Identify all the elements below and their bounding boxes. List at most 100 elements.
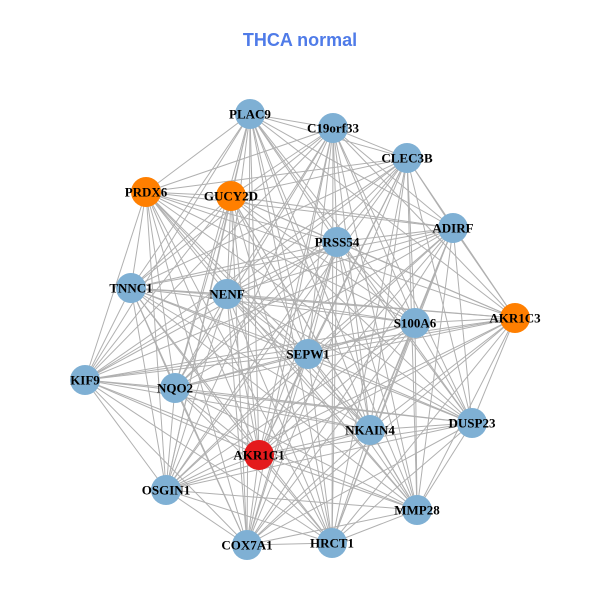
node-AKR1C3[interactable]: AKR1C3 <box>489 303 541 333</box>
node-CLEC3B[interactable]: CLEC3B <box>381 143 433 173</box>
node-circle <box>438 213 468 243</box>
node-label: NQO2 <box>157 381 193 396</box>
edge-S100A6-OSGIN1 <box>165 322 416 491</box>
edge-ADIRF-KIF9 <box>84 227 454 381</box>
node-NENF[interactable]: NENF <box>209 279 245 309</box>
edge-NQO2-COX7A1 <box>174 387 248 546</box>
edge-NKAIN4-COX7A1 <box>246 429 371 546</box>
edge-DUSP23-MMP28 <box>416 422 473 511</box>
node-circle <box>457 408 487 438</box>
edge-S100A6-KIF9 <box>84 322 416 381</box>
node-NKAIN4[interactable]: NKAIN4 <box>345 415 395 445</box>
edge-SEPW1-HRCT1 <box>307 353 333 544</box>
edge-NENF-KIF9 <box>84 293 228 381</box>
edge-AKR1C3-AKR1C1 <box>258 317 516 456</box>
node-circle <box>244 440 274 470</box>
edge-CLEC3B-COX7A1 <box>246 157 408 546</box>
node-AKR1C1[interactable]: AKR1C1 <box>233 440 285 470</box>
node-NQO2[interactable]: NQO2 <box>157 373 193 403</box>
node-circle <box>500 303 530 333</box>
node-label: AKR1C3 <box>489 311 541 326</box>
node-circle <box>235 99 265 129</box>
node-circle <box>151 475 181 505</box>
node-DUSP23[interactable]: DUSP23 <box>449 408 496 438</box>
edge-CLEC3B-NENF <box>226 157 408 295</box>
edge-DUSP23-NKAIN4 <box>369 422 473 431</box>
node-KIF9[interactable]: KIF9 <box>70 365 100 395</box>
node-label: TNNC1 <box>109 281 152 296</box>
edge-PRDX6-NKAIN4 <box>145 191 371 431</box>
edge-SEPW1-OSGIN1 <box>165 353 309 491</box>
node-label: AKR1C1 <box>233 448 284 463</box>
edge-C19orf33-KIF9 <box>84 127 334 381</box>
edge-DUSP23-COX7A1 <box>246 422 473 546</box>
edge-CLEC3B-GUCY2D <box>230 157 408 197</box>
node-circle <box>317 528 347 558</box>
node-SEPW1[interactable]: SEPW1 <box>286 339 330 369</box>
node-PRDX6[interactable]: PRDX6 <box>125 177 168 207</box>
edge-GUCY2D-NENF <box>226 195 232 295</box>
edge-ADIRF-MMP28 <box>416 227 454 511</box>
node-S100A6[interactable]: S100A6 <box>394 308 437 338</box>
edge-PRSS54-NENF <box>226 241 338 295</box>
edge-C19orf33-HRCT1 <box>331 127 334 544</box>
figure-title: THCA normal <box>242 30 358 50</box>
node-circle <box>70 365 100 395</box>
node-circle <box>212 279 242 309</box>
edge-NENF-AKR1C3 <box>226 293 516 319</box>
node-label: MMP28 <box>394 503 440 518</box>
node-HRCT1[interactable]: HRCT1 <box>310 528 354 558</box>
edge-NKAIN4-MMP28 <box>369 429 418 511</box>
node-ADIRF[interactable]: ADIRF <box>432 213 474 243</box>
node-OSGIN1[interactable]: OSGIN1 <box>142 475 190 505</box>
node-label: S100A6 <box>394 316 437 331</box>
edge-ADIRF-AKR1C3 <box>452 227 516 319</box>
edge-GUCY2D-TNNC1 <box>130 195 232 289</box>
edge-CLEC3B-AKR1C1 <box>258 157 408 456</box>
edge-C19orf33-PRDX6 <box>145 127 334 193</box>
edge-KIF9-NKAIN4 <box>84 379 371 431</box>
edge-GUCY2D-SEPW1 <box>230 195 309 355</box>
edge-PLAC9-MMP28 <box>249 113 418 511</box>
node-C19orf33[interactable]: C19orf33 <box>307 113 359 143</box>
edge-ADIRF-NQO2 <box>174 227 454 389</box>
edge-PRSS54-SEPW1 <box>307 241 338 355</box>
edge-ADIRF-AKR1C1 <box>258 227 454 456</box>
node-COX7A1[interactable]: COX7A1 <box>221 530 273 560</box>
node-MMP28[interactable]: MMP28 <box>394 495 440 525</box>
edge-GUCY2D-S100A6 <box>230 195 416 324</box>
edge-CLEC3B-DUSP23 <box>406 157 473 424</box>
node-TNNC1[interactable]: TNNC1 <box>109 273 153 303</box>
edge-AKR1C1-MMP28 <box>258 454 418 511</box>
node-label: CLEC3B <box>381 151 433 166</box>
edge-GUCY2D-DUSP23 <box>230 195 473 424</box>
edge-PRDX6-ADIRF <box>145 191 454 229</box>
edge-PRDX6-TNNC1 <box>130 191 147 289</box>
node-PLAC9[interactable]: PLAC9 <box>229 99 271 129</box>
edge-AKR1C3-DUSP23 <box>471 317 516 424</box>
node-label: ADIRF <box>432 221 473 236</box>
edge-PLAC9-AKR1C1 <box>249 113 260 456</box>
edge-AKR1C1-COX7A1 <box>246 454 260 546</box>
edge-PLAC9-SEPW1 <box>249 113 309 355</box>
edge-PRDX6-S100A6 <box>145 191 416 324</box>
edge-KIF9-OSGIN1 <box>84 379 167 491</box>
edge-TNNC1-S100A6 <box>130 287 416 324</box>
node-label: DUSP23 <box>449 416 496 431</box>
edge-PRSS54-COX7A1 <box>246 241 338 546</box>
edge-S100A6-COX7A1 <box>246 322 416 546</box>
edge-TNNC1-MMP28 <box>130 287 418 511</box>
edge-OSGIN1-COX7A1 <box>165 489 248 546</box>
edge-AKR1C3-S100A6 <box>414 317 516 324</box>
edge-CLEC3B-PRSS54 <box>336 157 408 243</box>
node-label: PRSS54 <box>315 235 360 250</box>
node-PRSS54[interactable]: PRSS54 <box>315 227 360 257</box>
node-GUCY2D[interactable]: GUCY2D <box>204 181 258 211</box>
edge-AKR1C3-NKAIN4 <box>369 317 516 431</box>
node-circle <box>392 143 422 173</box>
edge-KIF9-COX7A1 <box>84 379 248 546</box>
edges-layer <box>84 113 516 546</box>
edge-NQO2-DUSP23 <box>174 387 473 424</box>
node-circle <box>216 181 246 211</box>
